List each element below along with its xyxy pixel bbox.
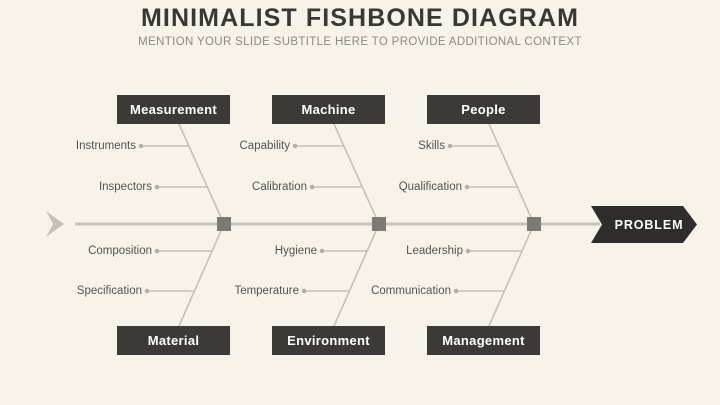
cause-label-hygiene: Hygiene bbox=[274, 245, 317, 257]
problem-banner-shape bbox=[591, 206, 697, 243]
category-box-people[interactable]: People bbox=[427, 95, 540, 124]
bone-diagonal-measurement bbox=[178, 123, 225, 225]
dot-instruments bbox=[138, 143, 144, 149]
category-label: Material bbox=[147, 333, 200, 348]
dot-inspectors bbox=[154, 184, 160, 190]
category-label: People bbox=[461, 102, 506, 117]
cause-label-instruments: Instruments bbox=[75, 140, 136, 152]
cause-label-temperature: Temperature bbox=[234, 285, 299, 297]
category-box-environment[interactable]: Environment bbox=[272, 326, 385, 355]
dot-qualification bbox=[464, 184, 470, 190]
category-label: Environment bbox=[287, 333, 370, 348]
spine-node-3 bbox=[527, 217, 541, 231]
page-subtitle: MENTION YOUR SLIDE SUBTITLE HERE TO PROV… bbox=[138, 36, 582, 48]
bone-diagonal-machine bbox=[333, 123, 380, 225]
spine-node-2 bbox=[372, 217, 386, 231]
category-box-material[interactable]: Material bbox=[117, 326, 230, 355]
category-box-management[interactable]: Management bbox=[427, 326, 540, 355]
category-label: Measurement bbox=[129, 102, 218, 117]
cause-label-inspectors: Inspectors bbox=[98, 181, 152, 193]
cause-label-skills: Skills bbox=[418, 140, 445, 152]
bone-diagonal-material bbox=[178, 223, 225, 327]
category-label: Management bbox=[442, 333, 525, 348]
cause-label-specification: Specification bbox=[76, 285, 142, 297]
category-box-measurement[interactable]: Measurement bbox=[117, 95, 230, 124]
arrow-right-chevron-icon bbox=[46, 211, 64, 237]
dot-hygiene bbox=[319, 248, 325, 254]
cause-label-leadership: Leadership bbox=[406, 245, 463, 257]
spine-node-1 bbox=[217, 217, 231, 231]
bone-diagonal-people bbox=[488, 123, 535, 225]
dot-temperature bbox=[301, 288, 307, 294]
cause-label-composition: Composition bbox=[88, 245, 152, 257]
cause-label-calibration: Calibration bbox=[252, 181, 307, 193]
bone-diagonal-management bbox=[488, 223, 535, 327]
problem-banner[interactable]: PROBLEM bbox=[591, 206, 697, 243]
cause-label-communication: Communication bbox=[371, 285, 451, 297]
category-box-machine[interactable]: Machine bbox=[272, 95, 385, 124]
problem-label: PROBLEM bbox=[614, 217, 684, 232]
cause-label-qualification: Qualification bbox=[398, 181, 462, 193]
dot-composition bbox=[154, 248, 160, 254]
dot-communication bbox=[453, 288, 459, 294]
page-title: MINIMALIST FISHBONE DIAGRAM bbox=[140, 4, 579, 32]
dot-specification bbox=[144, 288, 150, 294]
bone-diagonal-environment bbox=[333, 223, 380, 327]
dot-capability bbox=[292, 143, 298, 149]
dot-calibration bbox=[309, 184, 315, 190]
cause-label-capability: Capability bbox=[239, 140, 291, 152]
category-label: Machine bbox=[301, 102, 356, 117]
dot-skills bbox=[447, 143, 453, 149]
dot-leadership bbox=[465, 248, 471, 254]
